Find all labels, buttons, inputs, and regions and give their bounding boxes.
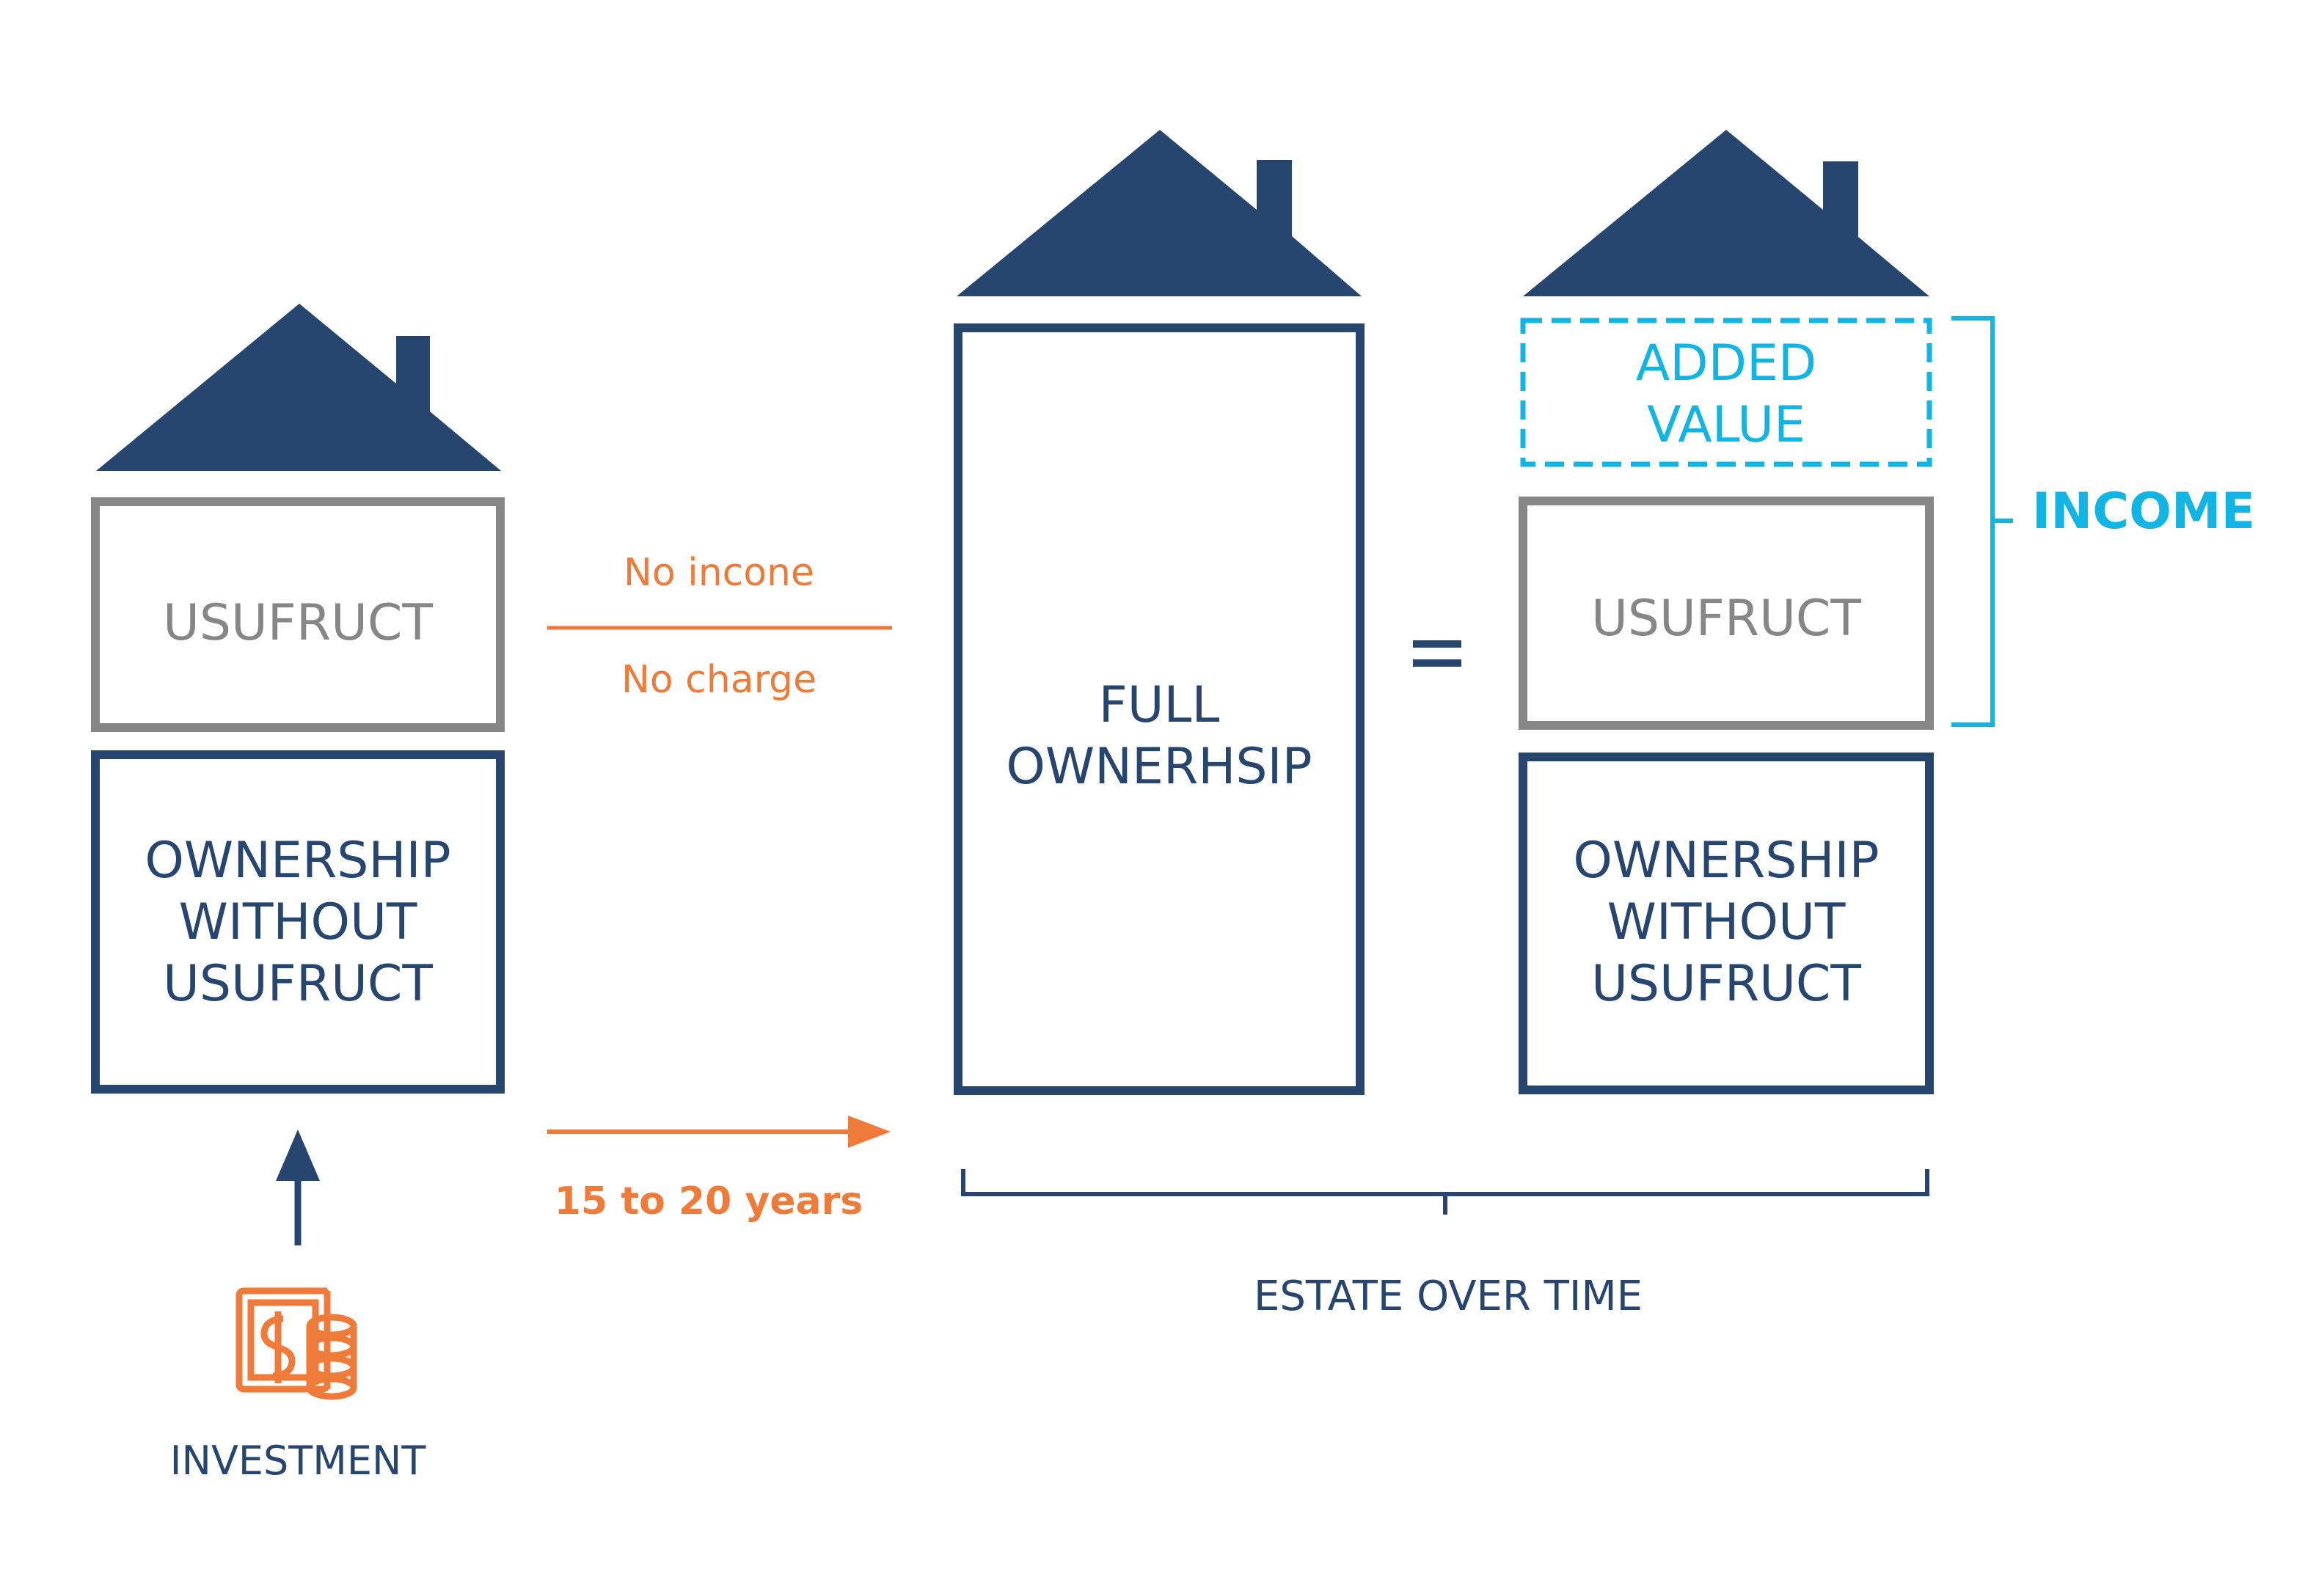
right-house-roof — [1523, 130, 1929, 296]
added-value-box — [1520, 318, 1932, 467]
full-ownership-line1: FULL — [1099, 676, 1220, 734]
income-bracket — [1951, 316, 2013, 727]
right-ownership-line2: WITHOUT — [1607, 893, 1846, 951]
middle-house-roof — [957, 130, 1362, 296]
full-ownership-box — [954, 323, 1365, 1095]
money-coins-icon — [235, 1287, 357, 1400]
added-value-line1: ADDED — [1636, 334, 1817, 392]
no-charge-label: No charge — [621, 658, 817, 702]
income-label: INCOME — [2032, 483, 2255, 541]
left-house-roof — [96, 304, 501, 471]
right-ownership-box — [1519, 753, 1934, 1094]
equals-sign — [1413, 640, 1461, 667]
left-ownership-box — [91, 750, 505, 1094]
middle-house: FULL OWNERHSIP — [954, 130, 1365, 1095]
left-ownership-line2: WITHOUT — [179, 893, 417, 951]
estate-over-time-label: ESTATE OVER TIME — [1254, 1273, 1643, 1320]
duration-arrow — [547, 1116, 891, 1148]
investment-arrow — [276, 1130, 320, 1245]
right-usufruct-label: USUFRUCT — [1591, 590, 1861, 648]
left-usufruct-box — [91, 497, 505, 732]
estate-bracket — [961, 1169, 1929, 1215]
full-ownership-line2: OWNERHSIP — [1006, 738, 1312, 796]
added-value-line2: VALUE — [1647, 396, 1805, 454]
investment-label: INVESTMENT — [170, 1438, 427, 1484]
right-usufruct-box — [1519, 497, 1934, 730]
left-usufruct-label: USUFRUCT — [163, 594, 433, 652]
no-income-label: No incone — [624, 551, 814, 595]
left-ownership-line3: USUFRUCT — [163, 955, 433, 1013]
right-ownership-line1: OWNERSHIP — [1573, 832, 1879, 890]
left-ownership-line1: OWNERSHIP — [145, 832, 450, 890]
left-house: USUFRUCT OWNERSHIP WITHOUT USUFRUCT — [91, 304, 505, 1094]
right-house: ADDED VALUE USUFRUCT OWNERSHIP WITHOUT U… — [1519, 130, 1934, 1094]
right-ownership-line3: USUFRUCT — [1591, 955, 1861, 1013]
duration-label: 15 to 20 years — [555, 1179, 863, 1223]
